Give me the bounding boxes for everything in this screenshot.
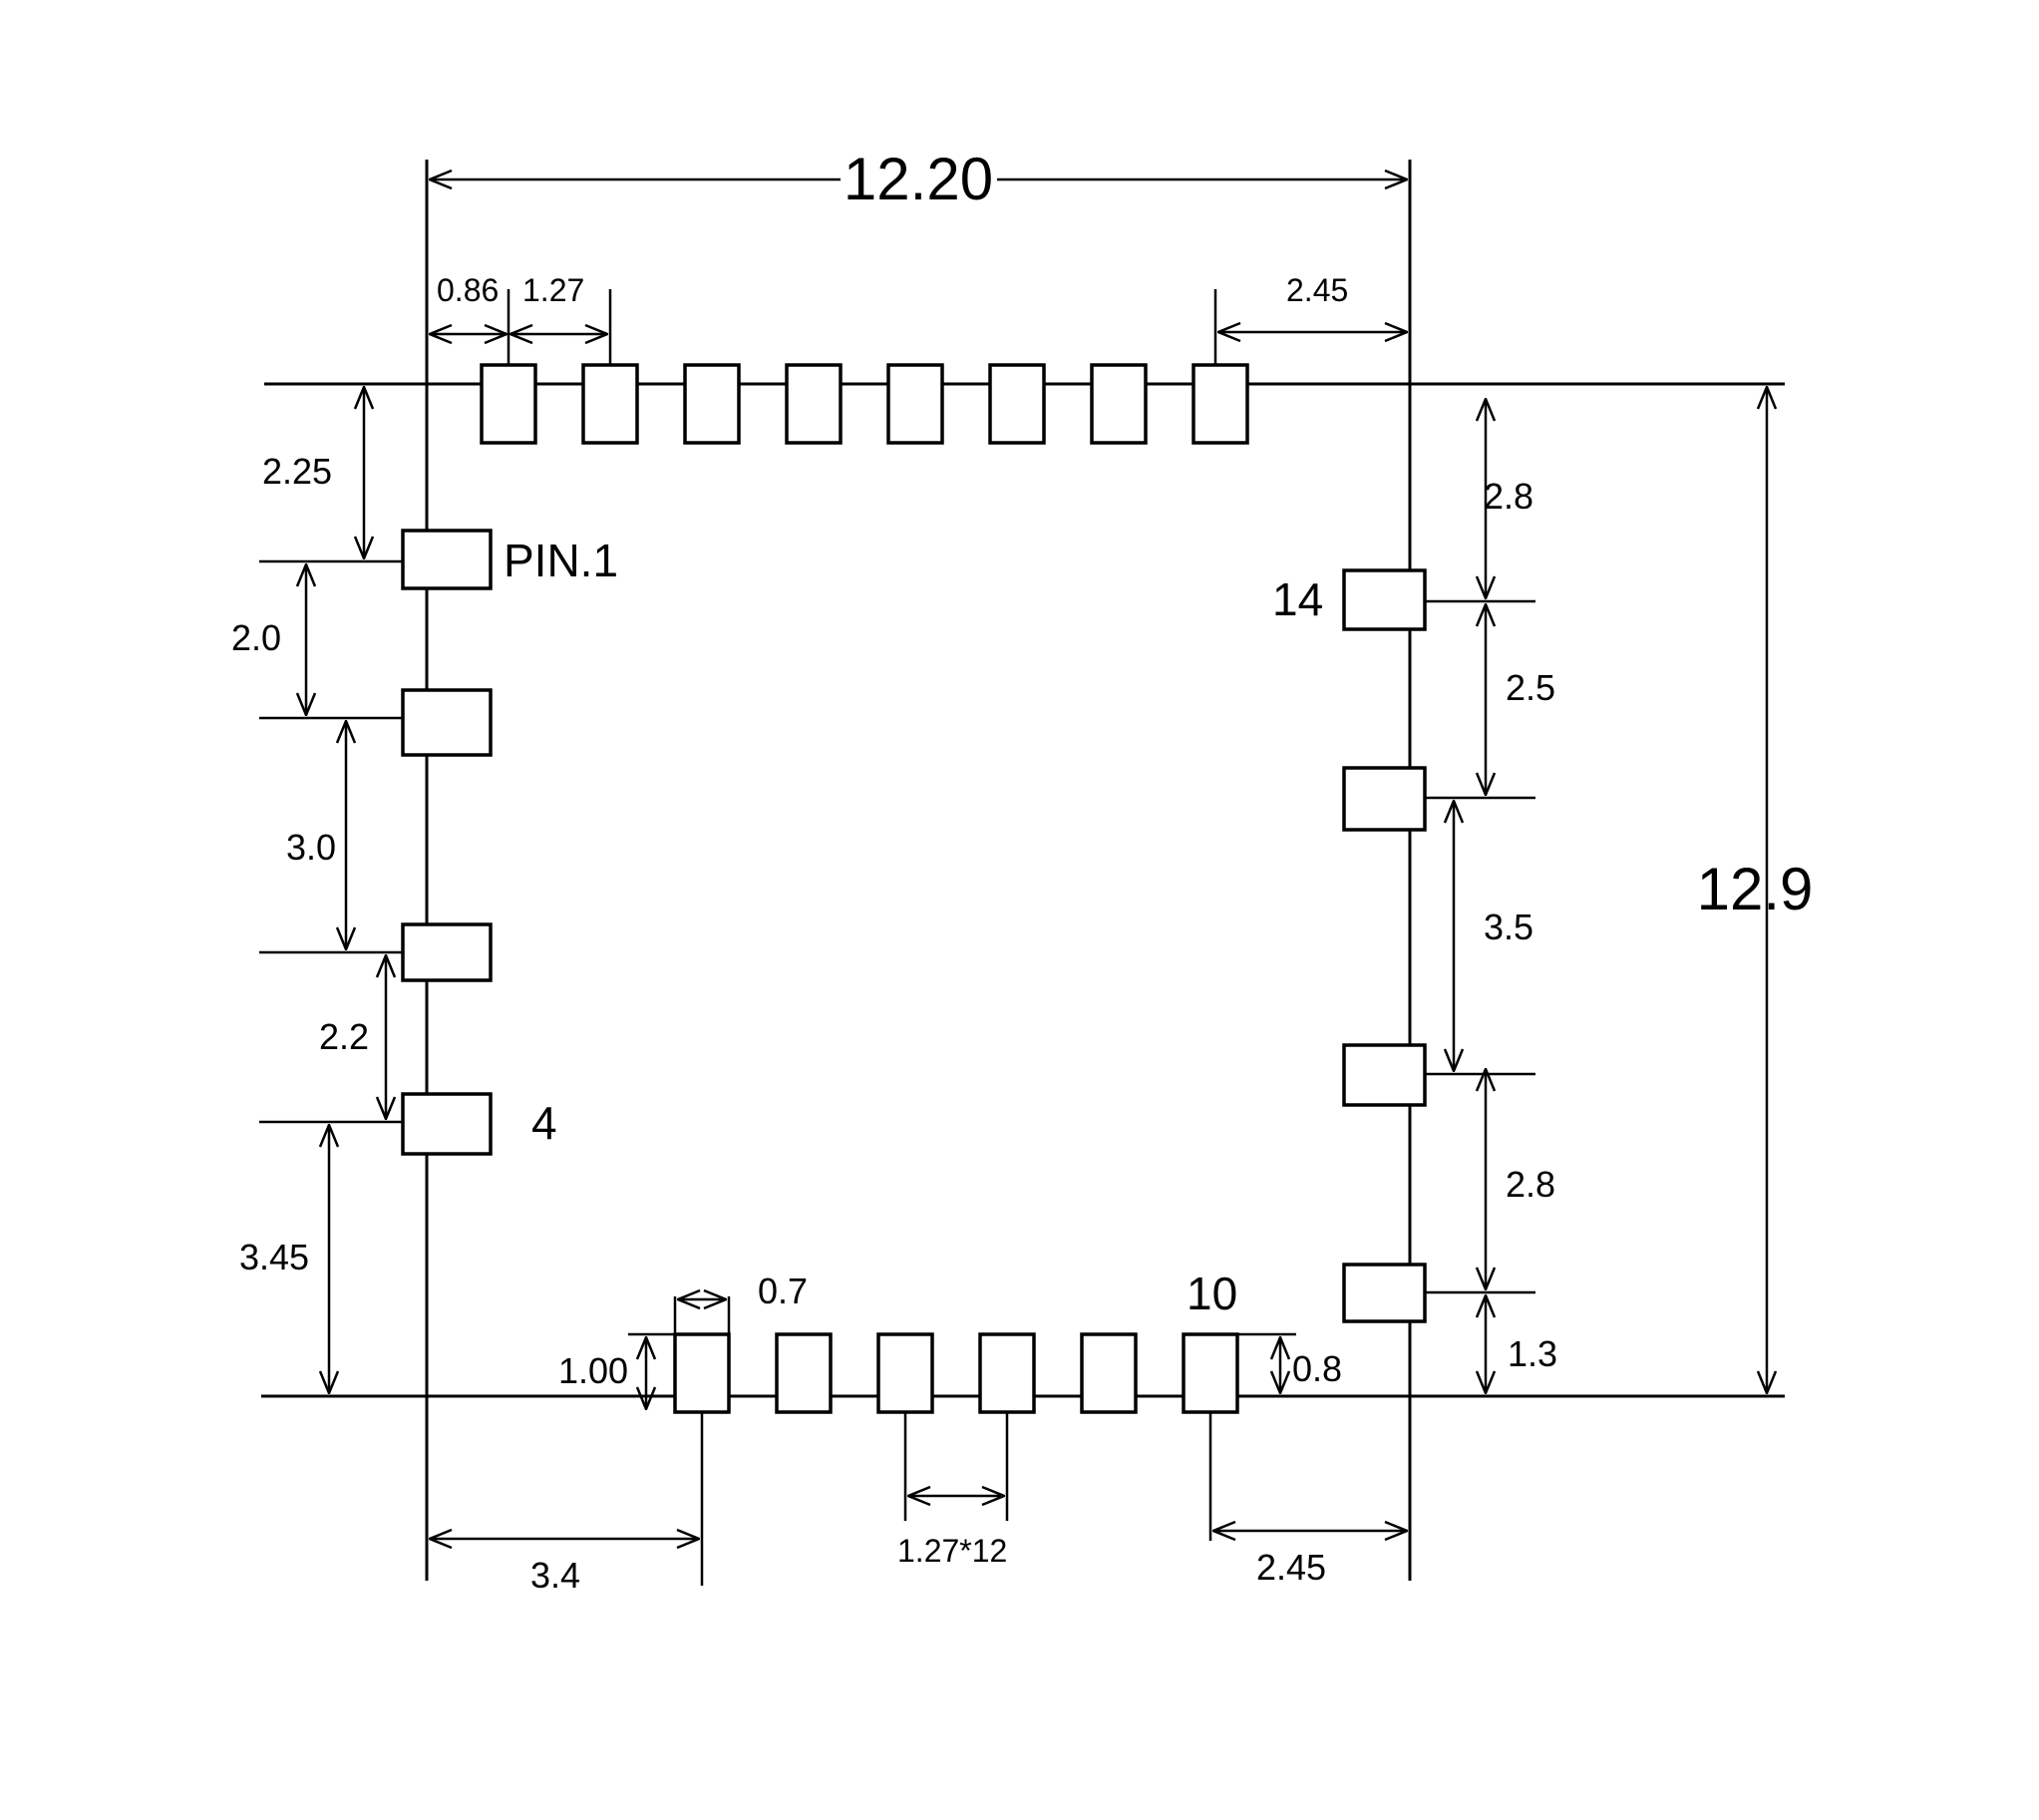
pad [1342, 766, 1427, 832]
pad [401, 688, 493, 757]
dim-bottom-left-offset: 3.4 [530, 1555, 580, 1596]
pad [1342, 1263, 1427, 1323]
dim-left-gap-1: 2.0 [231, 617, 281, 658]
pin-label-1: PIN.1 [504, 535, 618, 586]
pad-pin10 [1182, 1332, 1239, 1414]
pad [1191, 363, 1249, 445]
dim-right-gap-2: 3.5 [1484, 907, 1533, 947]
dim-top-right-offset: 2.45 [1286, 272, 1348, 308]
pin-label-14: 14 [1272, 573, 1323, 625]
dimension-lines [306, 180, 1767, 1539]
dimension-labels: 12.20 12.9 0.86 1.27 2.45 2.25 2.0 3.0 2… [231, 146, 1813, 1596]
pad [401, 922, 493, 982]
dim-right-top-offset: 2.8 [1484, 476, 1533, 517]
pad [581, 363, 639, 445]
pad [886, 363, 944, 445]
pads-top [480, 363, 1249, 445]
pad [978, 1332, 1036, 1414]
pad [480, 363, 537, 445]
dim-left-top-offset: 2.25 [262, 451, 332, 492]
dim-bottom-pitch: 1.27*12 [897, 1533, 1007, 1569]
pin-label-10: 10 [1187, 1268, 1237, 1319]
dim-right-gap-3: 2.8 [1506, 1164, 1555, 1205]
dim-left-bottom-offset: 3.45 [239, 1237, 309, 1277]
dim-overall-height: 12.9 [1697, 856, 1814, 922]
pin-labels: PIN.1 4 10 14 [504, 535, 1323, 1319]
pads-right [1342, 568, 1427, 1323]
pad [775, 1332, 833, 1414]
dim-bottom-right-offset: 2.45 [1256, 1547, 1326, 1588]
dim-right-bottom-offset: 1.3 [1508, 1333, 1557, 1374]
dim-bottom-pad-width: 0.7 [758, 1271, 808, 1311]
dim-overall-width: 12.20 [844, 146, 993, 212]
pad [673, 1332, 731, 1414]
pin-label-4: 4 [531, 1097, 557, 1149]
dim-right-gap-1: 2.5 [1506, 667, 1555, 708]
dim-top-edge-offset: 0.86 [437, 272, 499, 308]
dim-bottom-pad-inset: 0.8 [1292, 1348, 1342, 1389]
dim-bottom-pad-height: 1.00 [558, 1350, 628, 1391]
dim-left-gap-2: 3.0 [286, 827, 336, 868]
pad [683, 363, 741, 445]
pad-pin1 [401, 529, 493, 590]
pad [988, 363, 1046, 445]
pad-pin14 [1342, 568, 1427, 631]
dim-left-gap-3: 2.2 [319, 1016, 369, 1057]
pad [1090, 363, 1148, 445]
pads-bottom [673, 1332, 1239, 1414]
dim-top-pitch: 1.27 [522, 272, 584, 308]
pad-pin4 [401, 1092, 493, 1156]
pads-left [401, 529, 493, 1156]
pad [876, 1332, 934, 1414]
pad [1080, 1332, 1138, 1414]
pad [785, 363, 843, 445]
pad [1342, 1043, 1427, 1107]
